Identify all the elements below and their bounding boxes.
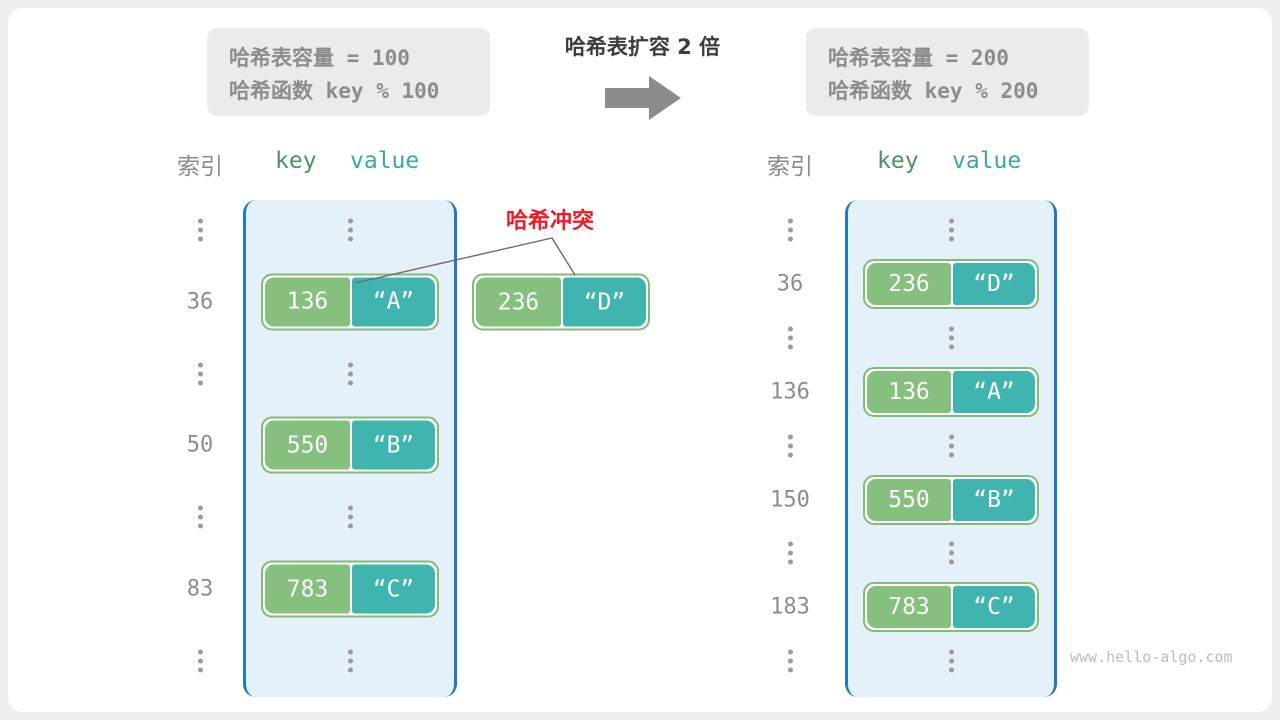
right-header-value: value	[952, 148, 1022, 174]
index-ellipsis	[785, 326, 795, 350]
entry-value: “A”	[352, 277, 435, 327]
right-arrow-icon	[605, 76, 681, 120]
entry-key: 550	[867, 478, 951, 521]
entry-value: “C”	[953, 586, 1035, 629]
capacity-line-after: 哈希表容量 = 200	[828, 46, 1009, 70]
index-ellipsis	[785, 541, 795, 565]
entry-key: 136	[867, 370, 951, 413]
row-ellipsis	[345, 505, 355, 529]
row-ellipsis	[946, 649, 956, 673]
right-header-index: 索引	[767, 154, 813, 180]
entry-value: “D”	[953, 262, 1035, 305]
entry-key: 236	[867, 262, 951, 305]
key-value-entry[interactable]: 783“C”	[863, 582, 1039, 633]
index-ellipsis	[785, 218, 795, 242]
index-ellipsis	[785, 434, 795, 458]
entry-value: “C”	[352, 564, 435, 614]
diagram-frame	[8, 8, 1272, 712]
entry-value: “D”	[563, 277, 646, 327]
index-label: 83	[186, 576, 214, 602]
index-label: 50	[186, 432, 214, 458]
index-label: 150	[770, 487, 810, 512]
hash-function-line-after: 哈希函数 key % 200	[828, 79, 1039, 103]
index-label: 36	[776, 271, 804, 297]
index-label: 183	[770, 594, 810, 620]
left-header-index: 索引	[177, 154, 223, 180]
key-value-entry[interactable]: 236“D”	[472, 273, 650, 331]
key-value-entry[interactable]: 236“D”	[863, 258, 1039, 309]
hash-config-box-after: 哈希表容量 = 200 哈希函数 key % 200	[806, 28, 1089, 116]
entry-key: 783	[265, 564, 350, 614]
entry-value: “B”	[352, 420, 435, 470]
key-value-entry[interactable]: 783“C”	[261, 560, 439, 618]
index-label: 136	[770, 379, 810, 405]
left-header-value: value	[350, 148, 420, 174]
index-ellipsis	[195, 649, 205, 673]
entry-value: “B”	[953, 478, 1035, 521]
row-ellipsis	[345, 218, 355, 242]
entry-value: “A”	[953, 370, 1035, 413]
index-ellipsis	[195, 362, 205, 386]
row-ellipsis	[345, 649, 355, 673]
hash-config-box-before: 哈希表容量 = 100 哈希函数 key % 100	[207, 28, 490, 116]
collision-leader-lines	[354, 237, 576, 284]
right-header-key: key	[877, 148, 919, 174]
transform-label: 哈希表扩容 2 倍	[564, 35, 721, 59]
capacity-line-before: 哈希表容量 = 100	[229, 46, 410, 70]
key-value-entry[interactable]: 550“B”	[863, 474, 1039, 525]
row-ellipsis	[946, 326, 956, 350]
index-ellipsis	[785, 649, 795, 673]
row-ellipsis	[946, 434, 956, 458]
left-header-key: key	[275, 148, 317, 174]
index-label: 36	[186, 289, 214, 315]
collision-label: 哈希冲突	[505, 209, 594, 234]
row-ellipsis	[946, 218, 956, 242]
index-ellipsis	[195, 505, 205, 529]
index-ellipsis	[195, 218, 205, 242]
entry-key: 783	[867, 586, 951, 629]
key-value-entry[interactable]: 136“A”	[863, 366, 1039, 417]
key-value-entry[interactable]: 550“B”	[261, 416, 439, 474]
hash-function-line-before: 哈希函数 key % 100	[229, 79, 440, 103]
entry-key: 236	[476, 277, 561, 327]
row-ellipsis	[946, 541, 956, 565]
row-ellipsis	[345, 362, 355, 386]
entry-key: 136	[265, 277, 350, 327]
entry-key: 550	[265, 420, 350, 470]
key-value-entry[interactable]: 136“A”	[261, 273, 439, 331]
watermark: www.hello-algo.com	[1070, 648, 1233, 666]
